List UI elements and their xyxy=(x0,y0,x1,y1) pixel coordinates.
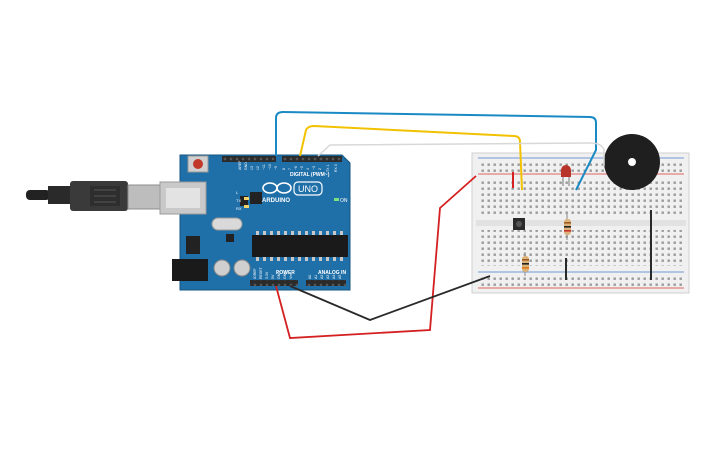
pin-label: GND xyxy=(277,271,281,279)
pin-label: 4 xyxy=(306,168,310,170)
blue-wire[interactable] xyxy=(275,110,597,191)
white-wire[interactable] xyxy=(317,142,605,166)
led[interactable] xyxy=(561,165,571,186)
pin-label: RX 0 xyxy=(334,164,338,172)
power-header[interactable] xyxy=(250,280,298,286)
pin-label: ~6 xyxy=(294,166,298,170)
pin-label: A0 xyxy=(308,275,312,279)
pin-label: A1 xyxy=(314,275,318,279)
digital-header-low[interactable] xyxy=(282,156,342,162)
pin-label: TX 1 xyxy=(326,165,330,172)
black-wire[interactable] xyxy=(289,275,491,321)
pin-label: IOREF xyxy=(253,268,257,279)
model-label: UNO xyxy=(298,184,318,194)
pin-label: GND xyxy=(244,162,248,170)
pin-label: A2 xyxy=(320,275,324,279)
resistor-bottom[interactable] xyxy=(522,252,529,276)
pin-label: 8 xyxy=(282,168,286,170)
pin-label: ~9 xyxy=(274,166,278,170)
l-label: L xyxy=(236,190,239,195)
pin-label: Vin xyxy=(289,274,293,279)
pin-label: ~11 xyxy=(262,164,266,170)
atmega-chip xyxy=(252,235,348,257)
svg-text:ARDUINO: ARDUINO xyxy=(262,198,290,204)
buzzer[interactable] xyxy=(604,134,660,190)
pin-label: ~5 xyxy=(300,166,304,170)
usb-cable[interactable] xyxy=(26,181,163,211)
pin-label: 13 xyxy=(250,166,254,170)
power-label: POWER xyxy=(276,270,295,276)
pin-label: 2 xyxy=(318,168,322,170)
red-wire[interactable] xyxy=(275,175,477,339)
pin-label: AREF xyxy=(238,161,242,170)
tx-label: TX xyxy=(236,198,241,203)
pin-label: A4 xyxy=(332,275,336,279)
arduino-logo: ARDUINO UNO xyxy=(262,181,323,204)
pin-label: 7 xyxy=(288,168,292,170)
pin-label: 3.3V xyxy=(265,271,269,279)
yellow-wire[interactable] xyxy=(299,124,523,191)
analog-label: ANALOG IN xyxy=(318,270,346,276)
rx-label: RX xyxy=(236,206,242,211)
digital-header-high[interactable] xyxy=(222,156,276,162)
on-label: ON xyxy=(340,198,348,204)
pushbutton[interactable] xyxy=(513,218,525,230)
pin-label: 12 xyxy=(256,166,260,170)
pin-label: GND xyxy=(283,271,287,279)
reset-button[interactable] xyxy=(193,159,203,169)
pin-label: RESET xyxy=(259,266,263,279)
pin-label: ~3 xyxy=(312,166,316,170)
pin-label: 5V xyxy=(271,274,275,279)
arduino-uno-board[interactable]: DIGITAL (PWM~) POWER ANALOG IN ON TX RX … xyxy=(159,154,351,291)
pin-label: ~10 xyxy=(268,164,272,170)
pin-label: A3 xyxy=(326,275,330,279)
pin-label: A5 xyxy=(338,275,342,279)
resistor-top[interactable] xyxy=(564,214,571,240)
analog-header[interactable] xyxy=(306,280,346,286)
digital-label: DIGITAL (PWM~) xyxy=(290,172,330,178)
